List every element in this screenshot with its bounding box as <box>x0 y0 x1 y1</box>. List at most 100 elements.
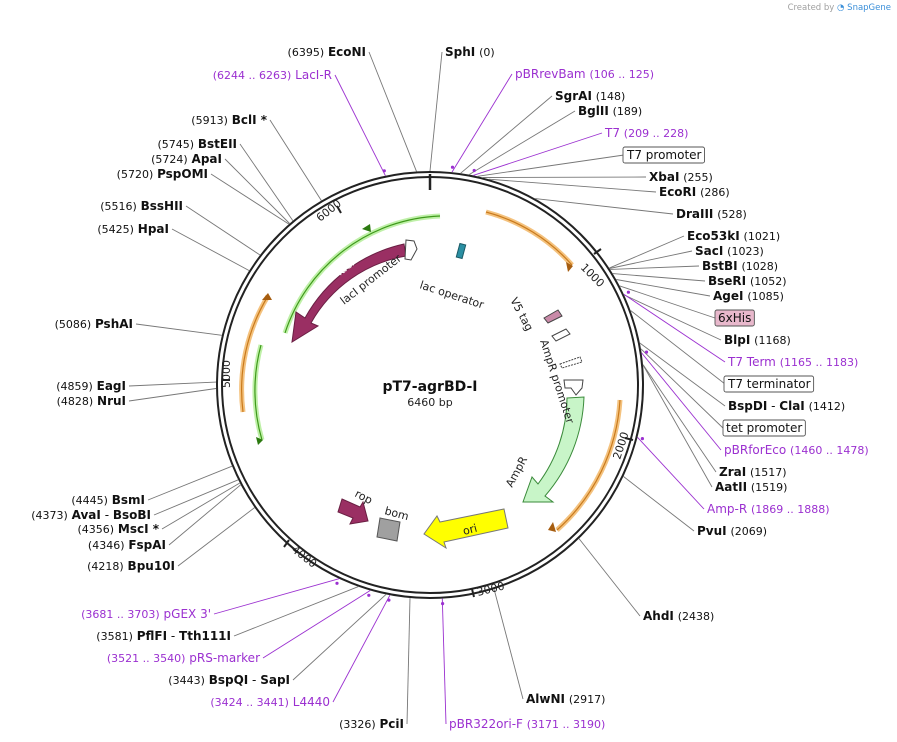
site-avai-bsobi[interactable]: (4373) AvaI - BsoBI <box>31 508 151 522</box>
site-blpi[interactable]: BlpI (1168) <box>724 333 791 347</box>
site-xbai[interactable]: XbaI (255) <box>649 170 713 184</box>
svg-text:6xHis: 6xHis <box>718 311 751 325</box>
site-bsteii[interactable]: (5745) BstEII <box>157 137 237 151</box>
feature-laci <box>291 243 407 343</box>
primer-mark-l4440 <box>387 598 391 602</box>
svg-text:(5720) PspOMI: (5720) PspOMI <box>117 167 208 181</box>
leader-bstbi <box>610 265 700 270</box>
site-bstbi[interactable]: BstBI (1028) <box>702 259 778 273</box>
svg-text:(4859) EagI: (4859) EagI <box>56 379 126 393</box>
site-pspomi[interactable]: (5720) PspOMI <box>117 167 208 181</box>
leader-pbrforeco <box>641 352 722 451</box>
site-pcii[interactable]: (3326) PciI <box>339 717 404 731</box>
site-aatii[interactable]: AatII (1519) <box>715 480 787 494</box>
site-sphi[interactable]: SphI (0) <box>445 45 495 59</box>
primer-mark-pbrrevbam <box>450 165 455 169</box>
leader-aatii <box>642 364 713 488</box>
site-fspai[interactable]: (4346) FspAI <box>88 538 166 552</box>
site-alwni[interactable]: AlwNI (2917) <box>526 692 605 706</box>
primer-pbrrevbam[interactable]: pBRrevBam (106 .. 125) <box>515 67 654 81</box>
leader-amp-r <box>637 436 705 510</box>
site-pvui[interactable]: PvuI (2069) <box>697 524 767 538</box>
feature-label-ori: ori <box>461 522 478 538</box>
orf-arrowhead <box>256 437 263 445</box>
feature-label-lac-operator: lac operator <box>418 278 486 311</box>
site-eco53ki[interactable]: Eco53kI (1021) <box>687 229 780 243</box>
credit-prefix: Created by <box>787 3 835 13</box>
leader-nrui <box>128 388 217 402</box>
primer-mark-t7 <box>472 168 476 173</box>
svg-text:(3443) BspQI - SapI: (3443) BspQI - SapI <box>168 673 290 687</box>
callout-box <box>722 419 806 437</box>
feature-t7-terminator <box>559 356 583 369</box>
feature-callout-6xhis[interactable]: 6xHis <box>714 309 755 327</box>
site-apai[interactable]: (5724) ApaI <box>151 152 222 166</box>
site-labels: SphI (0) pBRrevBam (106 .. 125) SgrAI (148… <box>31 45 868 731</box>
site-bcli[interactable]: (5913) BclI * <box>191 113 267 127</box>
site-econi[interactable]: (6395) EcoNI <box>288 45 366 59</box>
svg-text:BlpI (1168): BlpI (1168) <box>724 333 791 347</box>
svg-text:pBRrevBam (106 .. 125): pBRrevBam (106 .. 125) <box>515 67 654 81</box>
svg-text:ZraI (1517): ZraI (1517) <box>719 465 787 479</box>
site-agei[interactable]: AgeI (1085) <box>713 289 784 303</box>
svg-text:T7 promoter: T7 promoter <box>626 148 702 162</box>
svg-text:AhdI (2438): AhdI (2438) <box>643 609 714 623</box>
leader-tet-promoter <box>640 348 724 429</box>
site-bspqi-sapi[interactable]: (3443) BspQI - SapI <box>168 673 290 687</box>
callout-box <box>723 375 815 393</box>
primer-pbrforeco[interactable]: pBRforEco (1460 .. 1478) <box>724 443 869 457</box>
orf-arc-green-top-line <box>284 215 441 334</box>
site-bsmi[interactable]: (4445) BsmI <box>71 493 145 507</box>
svg-text:tet promoter: tet promoter <box>726 421 802 435</box>
primer-mark-pbrforeco <box>644 350 649 354</box>
primer-mark-amp-r <box>640 437 645 441</box>
primer-t7-term[interactable]: T7 Term (1165 .. 1183) <box>727 355 858 369</box>
leader-bsteii <box>239 143 294 221</box>
site-zrai[interactable]: ZraI (1517) <box>719 465 787 479</box>
leader-pshai <box>135 323 222 336</box>
svg-text:pBR322ori-F (3171 .. 3190): pBR322ori-F (3171 .. 3190) <box>449 717 605 731</box>
feature-callout-tet-promoter[interactable]: tet promoter <box>722 419 806 437</box>
leader-saci <box>609 250 693 269</box>
site-bseri[interactable]: BseRI (1052) <box>708 274 787 288</box>
site-sgrai[interactable]: SgrAI (148) <box>555 89 625 103</box>
primer-prs-marker[interactable]: (3521 .. 3540) pRS-marker <box>107 651 260 665</box>
site-pshai[interactable]: (5086) PshAI <box>55 317 133 331</box>
primer-mark-prs-marker <box>367 593 371 597</box>
site-nrui[interactable]: (4828) NruI <box>57 394 126 408</box>
svg-text:BglII (189): BglII (189) <box>578 104 642 118</box>
site-bglii[interactable]: BglII (189) <box>578 104 642 118</box>
site-pflfi-tth111i[interactable]: (3581) PflFI - Tth111I <box>96 629 231 643</box>
leader-bseri <box>612 273 706 282</box>
site-ahdi[interactable]: AhdI (2438) <box>643 609 714 623</box>
feature-callout-t7-promoter[interactable]: T7 promoter <box>622 146 705 164</box>
site-eagi[interactable]: (4859) EagI <box>56 379 126 393</box>
svg-text:SphI (0): SphI (0) <box>445 45 495 59</box>
callout-label: T7 terminator <box>727 377 811 391</box>
leader-msci <box>161 482 241 530</box>
site-bpu10i[interactable]: (4218) Bpu10I <box>87 559 175 573</box>
primer-l4440[interactable]: (3424 .. 3441) L4440 <box>210 695 330 709</box>
site-saci[interactable]: SacI (1023) <box>695 244 764 258</box>
site-ecori[interactable]: EcoRI (286) <box>659 185 730 199</box>
primer-pbr322ori-f[interactable]: pBR322ori-F (3171 .. 3190) <box>449 717 605 731</box>
site-draiii[interactable]: DraIII (528) <box>676 207 747 221</box>
svg-text:(6244 .. 6263) LacI-R: (6244 .. 6263) LacI-R <box>213 68 332 82</box>
site-bspdi-clai[interactable]: BspDI - ClaI (1412) <box>728 399 845 413</box>
leader-pflfi-tth111i <box>233 586 359 637</box>
site-msci[interactable]: (4356) MscI * <box>77 522 159 536</box>
plasmid-size: 6460 bp <box>407 396 452 409</box>
primer-laci-r[interactable]: (6244 .. 6263) LacI-R <box>213 68 332 82</box>
svg-text:(5516) BssHII: (5516) BssHII <box>100 199 183 213</box>
orf-arc-right-top <box>485 209 574 267</box>
site-bsshii[interactable]: (5516) BssHII <box>100 199 183 213</box>
feature-callout-t7-terminator[interactable]: T7 terminator <box>723 375 815 393</box>
orf-arrowhead <box>566 262 573 272</box>
svg-text:pBRforEco (1460 .. 1478): pBRforEco (1460 .. 1478) <box>724 443 869 457</box>
primer-t7[interactable]: T7 (209 .. 228) <box>604 126 688 140</box>
leader-eagi <box>128 381 217 387</box>
leader-laci-r <box>334 74 386 176</box>
primer-amp-r[interactable]: Amp-R (1869 .. 1888) <box>707 502 830 516</box>
primer-pgex-3-[interactable]: (3681 .. 3703) pGEX 3' <box>81 607 211 621</box>
site-hpai[interactable]: (5425) HpaI <box>97 222 169 236</box>
